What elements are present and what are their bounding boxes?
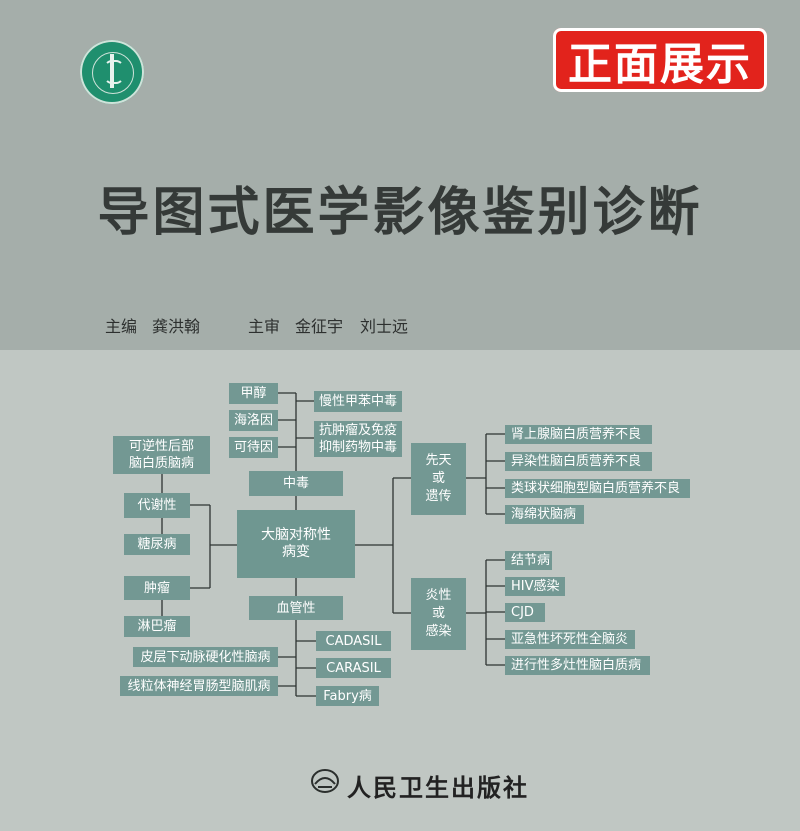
front-view-badge: 正面展示 [553, 28, 767, 92]
publisher-name: 人民卫生出版社 [347, 773, 529, 802]
inflammatory-hiv: HIV感染 [505, 577, 565, 596]
editor-label: 主编 [105, 317, 138, 336]
toxin-result-toluene: 慢性甲苯中毒 [314, 391, 402, 412]
branch-toxic: 中毒 [249, 471, 343, 496]
association-seal-icon [80, 40, 144, 104]
congenital-spongiform: 海绵状脑病 [505, 505, 584, 524]
inflammatory-sarcoidosis: 结节病 [505, 551, 552, 570]
congenital-krabbe: 类球状细胞型脑白质营养不良 [505, 479, 690, 498]
vascular-fabry: Fabry病 [316, 686, 379, 706]
toxin-result-drugs: 抗肿瘤及免疫 抑制药物中毒 [314, 421, 402, 457]
inflammatory-sne: 亚急性坏死性全脑炎 [505, 630, 635, 649]
publisher-logo-icon [311, 769, 339, 793]
editor-name: 龚洪翰 [152, 317, 201, 336]
branch-metabolic: 代谢性 [124, 493, 190, 518]
toxin-heroin: 海洛因 [229, 410, 278, 431]
reviewer-name-2: 刘士远 [360, 317, 409, 336]
left-reversible-leukoencephalopathy: 可逆性后部 脑白质脑病 [113, 436, 210, 474]
inflammatory-pml: 进行性多灶性脑白质病 [505, 656, 650, 675]
toxin-methanol: 甲醇 [229, 383, 278, 404]
vascular-mngie: 线粒体神经胃肠型脑肌病 [120, 676, 278, 696]
reviewer-label: 主审 [248, 317, 281, 336]
branch-congenital: 先天 或 遗传 [411, 443, 466, 515]
branch-inflammatory: 炎性 或 感染 [411, 578, 466, 650]
inflammatory-cjd: CJD [505, 603, 545, 622]
mindmap-center: 大脑对称性 病变 [237, 510, 355, 578]
congenital-mld: 异染性脑白质营养不良 [505, 452, 652, 471]
left-diabetes: 糖尿病 [124, 534, 190, 555]
branch-tumor: 肿瘤 [124, 576, 190, 600]
vascular-carasil: CARASIL [316, 658, 391, 678]
congenital-ald: 肾上腺脑白质营养不良 [505, 425, 652, 444]
reviewer-name-1: 金征宇 [295, 317, 344, 336]
book-title: 导图式医学影像鉴别诊断 [97, 183, 703, 243]
vascular-subcortical: 皮层下动脉硬化性脑病 [133, 647, 278, 667]
branch-vascular: 血管性 [249, 596, 343, 620]
vascular-cadasil: CADASIL [316, 631, 391, 651]
left-lymphoma: 淋巴瘤 [124, 616, 190, 637]
toxin-codeine: 可待因 [229, 437, 278, 458]
